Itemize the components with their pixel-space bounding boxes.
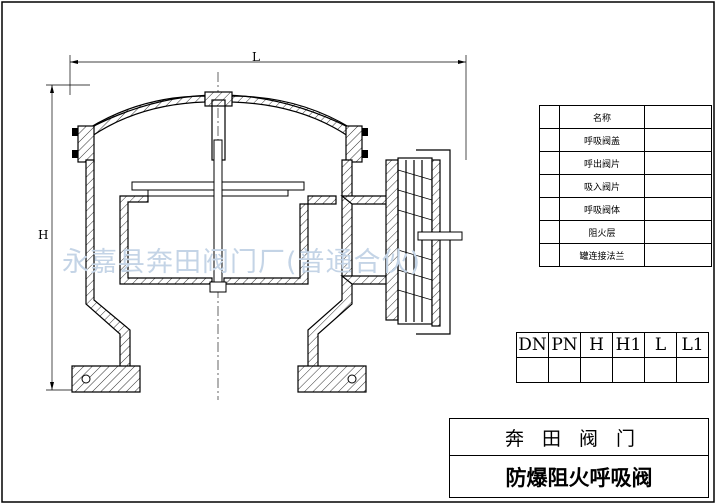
part-name: 呼吸阀体	[559, 197, 645, 221]
spec-header: L1	[676, 332, 709, 358]
spec-table: DN PN H H1 L L1	[516, 332, 709, 383]
table-row: 名称	[539, 105, 712, 129]
spec-cell	[644, 357, 677, 383]
part-name: 罐连接法兰	[559, 243, 645, 267]
spec-header: DN	[516, 332, 549, 358]
title-block: 奔田阀门 防爆阻火呼吸阀	[449, 418, 709, 498]
table-row: 罐连接法兰	[539, 243, 712, 267]
spec-header: PN	[548, 332, 581, 358]
height-dimension-label: H	[38, 228, 49, 242]
table-row: 阻火层	[539, 220, 712, 244]
spec-header: L	[644, 332, 677, 358]
cover-flange-left	[72, 125, 95, 163]
height-dimension	[46, 84, 90, 391]
company-name: 奔田阀门	[450, 419, 708, 456]
spec-value-row	[516, 357, 709, 383]
watermark: 永嘉县奔田阀门厂(普通合伙)	[62, 247, 422, 278]
length-dimension-label: L	[252, 50, 260, 64]
cover-flange-right	[345, 125, 368, 163]
valve-cover	[85, 95, 206, 137]
table-row: 呼吸阀体	[539, 197, 712, 221]
spec-header: H	[580, 332, 613, 358]
spec-cell	[580, 357, 613, 383]
table-row: 呼出阀片	[539, 151, 712, 175]
bottom-flange	[71, 365, 141, 393]
spec-cell	[516, 357, 549, 383]
part-name: 吸入阀片	[559, 174, 645, 198]
spec-header: H1	[612, 332, 645, 358]
flame-arrester	[385, 149, 463, 335]
parts-table: 名称 呼吸阀盖 呼出阀片 吸入阀片 呼吸阀体 阻火层 罐连接法兰	[539, 105, 712, 267]
part-name: 呼出阀片	[559, 151, 645, 175]
product-name: 防爆阻火呼吸阀	[505, 465, 653, 490]
spec-cell	[612, 357, 645, 383]
cover-boss	[204, 91, 233, 107]
parts-header: 名称	[559, 105, 645, 129]
part-name: 阻火层	[559, 220, 645, 244]
spec-header-row: DN PN H H1 L L1	[516, 332, 709, 358]
part-name: 呼吸阀盖	[559, 128, 645, 152]
table-row: 呼吸阀盖	[539, 128, 712, 152]
inner-seat	[119, 195, 213, 285]
spec-cell	[548, 357, 581, 383]
spec-cell	[676, 357, 709, 383]
table-row: 吸入阀片	[539, 174, 712, 198]
length-dimension	[69, 55, 467, 160]
